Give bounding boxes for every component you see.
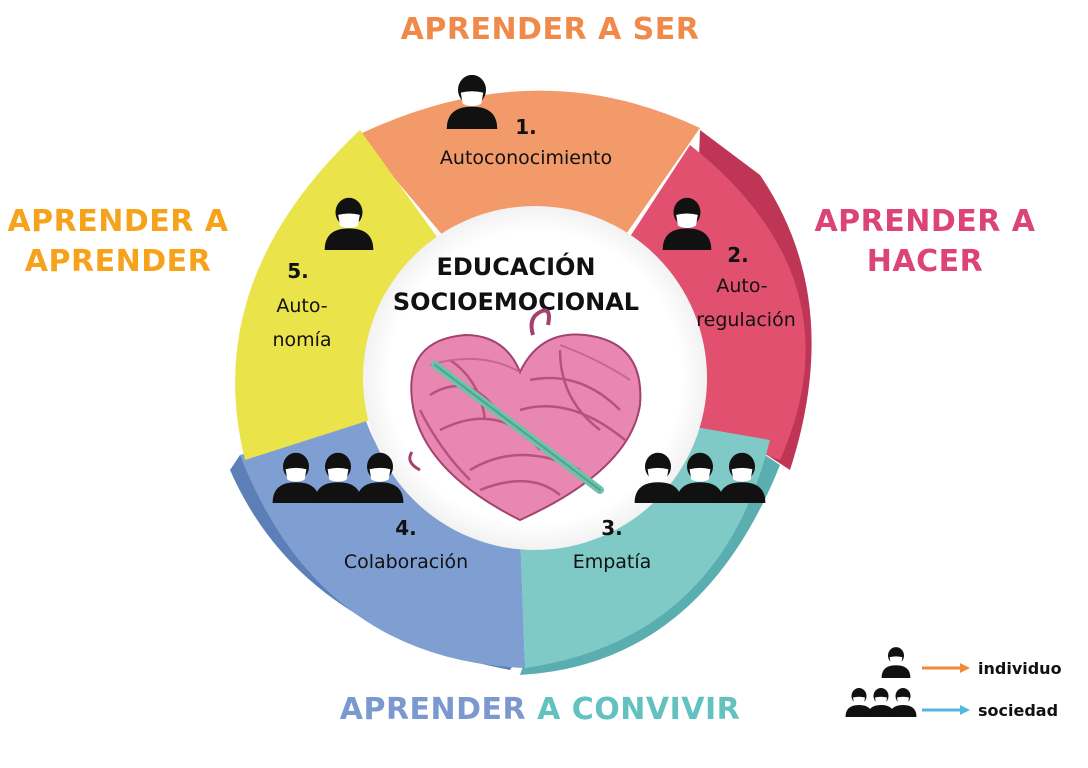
segment-label-2b: regulación (696, 309, 796, 331)
segment-autonomia (235, 130, 450, 460)
outer-label-convivir-part-1: APRENDER (339, 692, 538, 727)
group-icon (272, 452, 404, 503)
segment-label-5a: Auto- (276, 295, 327, 317)
yarn-heart-image (408, 308, 642, 522)
segment-label-1: Autoconocimiento (440, 147, 612, 169)
outer-label-aprender-a-convivir: APRENDER A CONVIVIR (290, 690, 790, 730)
legend-arrowhead-individuo (960, 663, 970, 673)
group-icon (634, 452, 766, 503)
legend: individuo sociedad (845, 647, 1062, 720)
legend-group-icon (845, 688, 917, 717)
title-line-2: SOCIOEMOCIONAL (393, 288, 639, 316)
segment-number-1: 1. (515, 115, 537, 139)
outer-label-convivir-part-2: A CONVIVIR (537, 692, 741, 727)
title-line-1: EDUCACIÓN (436, 251, 595, 281)
legend-label-sociedad: sociedad (978, 701, 1058, 720)
segment-colaboracion (240, 418, 525, 668)
segment-empatia (520, 420, 770, 668)
segment-number-3: 3. (601, 516, 623, 540)
segment-number-4: 4. (395, 516, 417, 540)
segment-number-2: 2. (727, 243, 749, 267)
outer-label-aprender-a-aprender: APRENDER A APRENDER (7, 204, 229, 279)
legend-arrowhead-sociedad (960, 705, 970, 715)
outer-label-aprender-a-ser: APRENDER A SER (400, 12, 700, 47)
segment-label-3: Empatía (573, 551, 652, 573)
segment-number-5: 5. (287, 259, 309, 283)
segment-label-5b: nomía (272, 329, 331, 351)
segment-autoconocimiento (358, 90, 700, 250)
outer-label-aprender-a-hacer: APRENDER A HACER (814, 204, 1036, 279)
legend-person-icon (881, 647, 911, 678)
segment-label-2a: Auto- (716, 275, 767, 297)
legend-label-individuo: individuo (978, 659, 1062, 678)
segment-label-4: Colaboración (344, 551, 468, 573)
